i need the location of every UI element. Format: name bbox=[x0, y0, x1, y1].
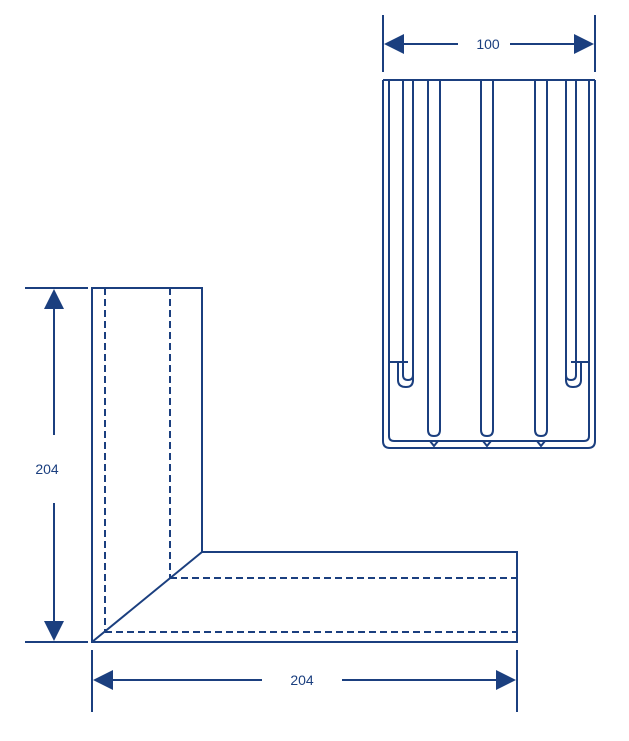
top-dimension bbox=[382, 15, 596, 72]
left-dimension bbox=[25, 287, 88, 643]
corner-hidden-lines bbox=[104, 288, 517, 633]
left-dimension-label: 204 bbox=[35, 461, 59, 477]
corner-piece-view bbox=[91, 287, 518, 643]
profile-outer-shell bbox=[382, 80, 596, 449]
profile-rail-3 bbox=[534, 80, 548, 437]
top-dimension-label: 100 bbox=[476, 36, 500, 52]
profile-right-hook bbox=[565, 361, 589, 388]
bottom-dimension-label: 204 bbox=[290, 672, 314, 688]
profile-rail-1 bbox=[427, 80, 441, 437]
profile-right-lip bbox=[565, 80, 577, 381]
trunking-profile-view bbox=[382, 79, 596, 449]
profile-inner-base bbox=[388, 80, 590, 442]
profile-feet bbox=[429, 440, 546, 447]
profile-left-hook bbox=[389, 361, 414, 388]
profile-rail-2 bbox=[480, 80, 494, 437]
profile-left-lip bbox=[402, 80, 414, 381]
corner-miter-line bbox=[91, 551, 203, 643]
bottom-dimension bbox=[91, 650, 518, 712]
